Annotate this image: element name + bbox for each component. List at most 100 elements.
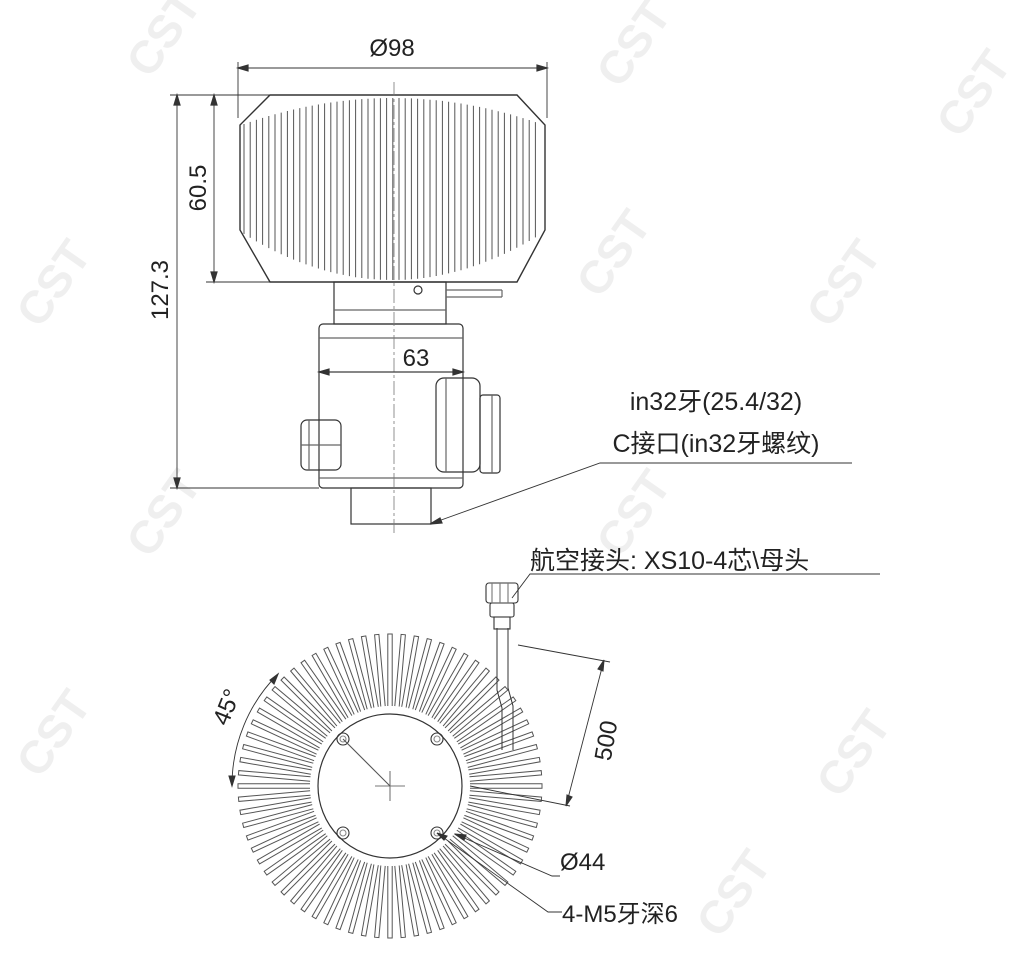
screw-leader [436, 832, 562, 913]
radial-fin [466, 804, 539, 829]
radial-fin [280, 840, 336, 896]
bottom-view [228, 573, 880, 939]
side-connector [479, 394, 501, 474]
radial-fin [360, 864, 379, 937]
radial-fin [427, 853, 469, 920]
thread-note-line2: C接口(in32牙螺纹) [613, 430, 820, 458]
radial-fin [444, 840, 500, 896]
radial-fin [245, 810, 316, 841]
radial-fin [414, 641, 445, 712]
screw-holes [336, 732, 444, 840]
screw-hole-icon [430, 732, 444, 746]
radial-fin [461, 719, 530, 755]
neck [333, 281, 447, 325]
radial-fin [289, 667, 341, 727]
radial-fin [256, 707, 323, 749]
radial-fin [449, 685, 509, 737]
radial-fin [408, 862, 433, 935]
radial-fin [311, 652, 353, 719]
radial-fin [241, 804, 314, 829]
watermark-text: CST [6, 231, 101, 336]
radial-fin [289, 845, 341, 905]
radial-fin [256, 823, 323, 865]
radial-fin [250, 817, 319, 853]
radial-fin [421, 646, 457, 715]
c-mount-thread [350, 487, 432, 525]
radial-fin [421, 857, 457, 926]
radial-fin [433, 659, 480, 722]
radial-fin [401, 864, 420, 937]
radial-fin [263, 829, 326, 876]
watermark-text: CST [796, 231, 891, 336]
radial-fin [394, 633, 406, 707]
radial-fin [401, 635, 420, 708]
radial-fin [414, 860, 445, 931]
radial-fins [237, 633, 543, 939]
dim-diameter-98: Ø98 [369, 35, 414, 62]
screw-hole-icon [336, 826, 350, 840]
thread-leader [429, 462, 852, 525]
aviation-connector-icon [485, 582, 519, 630]
radial-fin [250, 719, 319, 755]
radial-fin [464, 731, 535, 762]
connector-label: 航空接头: XS10-4芯\母头 [530, 547, 809, 575]
screw-hole-icon [430, 826, 444, 840]
cable-dim-line [565, 659, 605, 807]
inner-circle [317, 713, 463, 859]
watermark-text: CST [6, 681, 101, 786]
connector-leader [511, 573, 880, 599]
dim-fin-height: 60.5 [185, 165, 212, 212]
heatsink-outline [239, 94, 546, 283]
radial-fin [427, 652, 469, 719]
watermark-text: CST [116, 0, 211, 86]
cable [496, 628, 514, 750]
radial-fin [470, 783, 543, 789]
radial-fin [439, 667, 491, 727]
radial-fin [271, 835, 331, 887]
radial-fin [469, 790, 543, 802]
radial-fin [374, 633, 386, 707]
radial-fin [335, 860, 366, 931]
dim-total-height: 127.3 [147, 260, 174, 320]
right-bracket [435, 377, 481, 473]
radial-fin [237, 783, 310, 789]
dim-angle: 45° [208, 685, 247, 729]
dim-mount-width: 63 [403, 345, 430, 372]
watermark-text: CST [586, 0, 681, 96]
radial-fin [387, 633, 393, 706]
radial-fin [461, 817, 530, 853]
radial-fin [271, 685, 331, 737]
screw-hole-icon [336, 732, 350, 746]
dim-inner-diameter: Ø44 [560, 849, 605, 876]
radial-fin [300, 659, 347, 722]
radial-fin [360, 635, 379, 708]
radial-fin [439, 845, 491, 905]
radial-fin [387, 866, 393, 939]
radial-fin [469, 770, 543, 782]
radial-fin [468, 797, 541, 816]
heatsink-fins [243, 98, 536, 280]
radial-fin [300, 850, 347, 913]
set-screw-icon [413, 285, 423, 295]
radial-fin [237, 790, 311, 802]
radial-fin [335, 641, 366, 712]
radial-fin [323, 646, 359, 715]
side-view [170, 62, 852, 534]
radial-fin [394, 865, 406, 939]
radial-fin [347, 862, 372, 935]
radial-fin [280, 676, 336, 732]
angle-arc [231, 673, 279, 787]
radial-fin [408, 637, 433, 710]
radial-fin [239, 797, 312, 816]
radial-fin [433, 850, 480, 913]
radial-fin [239, 756, 312, 775]
radial-fin [347, 637, 372, 710]
watermark-text: CST [926, 41, 1016, 146]
radial-fin [466, 743, 539, 768]
radial-fin [454, 696, 517, 743]
radial-fin [464, 810, 535, 841]
radial-fin [241, 743, 314, 768]
watermark-text: CST [566, 201, 661, 306]
radial-fin [311, 853, 353, 920]
